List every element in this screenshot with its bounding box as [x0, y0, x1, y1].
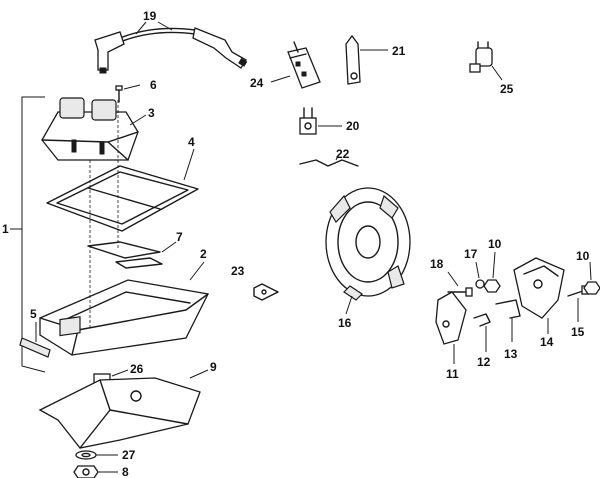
callout-7: 7: [176, 230, 183, 244]
trigger-sensor: [435, 291, 467, 364]
callout-19-leader: [135, 21, 147, 35]
callout-22: 22: [336, 147, 350, 161]
callout-19-leader: [157, 21, 173, 31]
contact-bracket: [495, 299, 521, 342]
callout-6: 6: [150, 78, 157, 92]
callout-12: 12: [477, 355, 491, 369]
ignition-coil: [41, 97, 147, 161]
terminal-strip: [19, 322, 51, 358]
mounting-bracket: [38, 369, 209, 449]
terminal-block: [270, 41, 321, 89]
spring-clip: [87, 241, 177, 269]
callout-25: 25: [500, 82, 514, 96]
callout-2: 2: [200, 247, 207, 261]
contact-spring: [473, 313, 491, 352]
callout-21: 21: [392, 44, 406, 58]
callout-24: 24: [250, 76, 264, 90]
callout-4: 4: [188, 135, 195, 149]
callout-23: 23: [231, 264, 245, 278]
sensor: [345, 34, 388, 85]
assembly-bracket: [10, 96, 46, 373]
callout-13: 13: [504, 347, 518, 361]
gasket: [46, 148, 199, 232]
electronics-housing: [39, 261, 209, 356]
callout-5: 5: [30, 307, 37, 321]
callout-11: 11: [446, 367, 459, 381]
callout-19: 19: [143, 9, 157, 23]
housing-cover: [513, 257, 565, 334]
callout-3: 3: [148, 106, 155, 120]
wire-harness: [299, 155, 359, 167]
callout-27: 27: [122, 448, 136, 462]
flywheel: [325, 187, 411, 315]
washer: [75, 450, 118, 460]
washer-small: [475, 261, 485, 289]
bolt-right: [567, 285, 589, 322]
callout-labels: 1 2 3 4 5 6 7 8 9 10 10 11 12 13 14 15 1…: [2, 9, 590, 478]
screw: [115, 84, 141, 103]
callout-1: 1: [2, 222, 9, 236]
callout-20: 20: [346, 119, 360, 133]
sender-unit: [469, 41, 503, 81]
small-clip: [253, 283, 279, 301]
nut: [73, 465, 118, 478]
nut-right: [583, 261, 600, 295]
callout-16: 16: [338, 316, 352, 330]
callout-15: 15: [571, 325, 585, 339]
nut-left: [483, 251, 501, 293]
callout-26: 26: [130, 362, 144, 376]
callout-18: 18: [430, 257, 444, 271]
callout-14: 14: [540, 335, 554, 349]
callout-10a: 10: [488, 237, 502, 251]
spark-plug-wire: [94, 27, 248, 74]
callout-8: 8: [122, 465, 129, 478]
callout-17: 17: [464, 247, 478, 261]
callout-9: 9: [210, 360, 217, 374]
callout-10b: 10: [576, 249, 590, 263]
switch: [299, 107, 342, 135]
